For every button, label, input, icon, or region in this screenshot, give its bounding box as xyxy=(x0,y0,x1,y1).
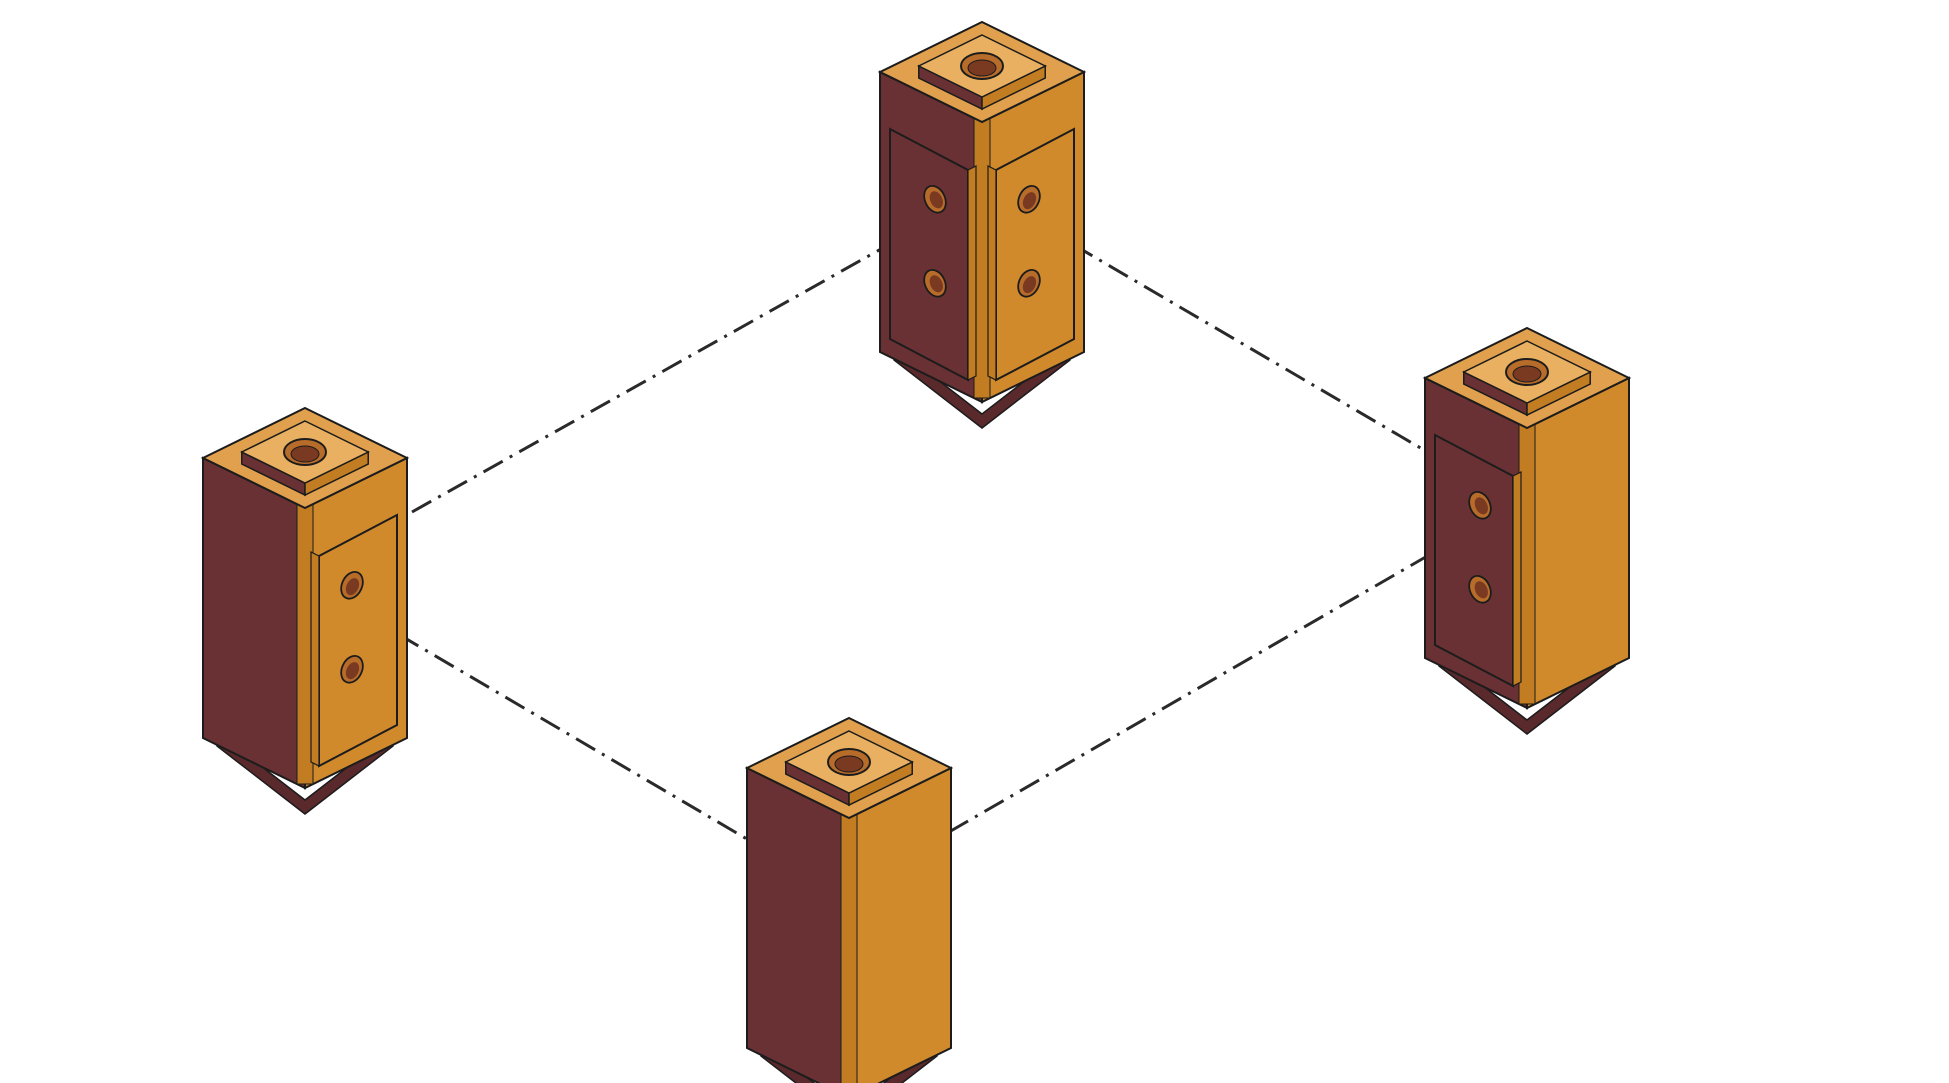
threaded-hole-bore xyxy=(834,755,864,773)
mounting-plate-edge-left xyxy=(1512,471,1522,687)
connection-lines xyxy=(363,222,1463,844)
mounting-plate-left xyxy=(1434,433,1514,688)
mounting-hole-bore xyxy=(1022,192,1037,210)
mounting-plate-edge-right xyxy=(310,551,320,767)
mounting-plate-right xyxy=(318,513,398,768)
mounting-hole-bore xyxy=(929,275,943,293)
left-block xyxy=(200,406,410,815)
threaded-hole-bore xyxy=(1512,365,1542,383)
block-foot xyxy=(893,344,1071,429)
threaded-hole-bore xyxy=(967,59,997,77)
block-right-face xyxy=(1526,376,1630,710)
bottom-block xyxy=(744,716,954,1083)
threaded-hole-bore xyxy=(290,445,320,463)
block-left-face xyxy=(746,766,850,1083)
top-block xyxy=(877,20,1087,429)
mounting-hole-bore xyxy=(1474,581,1488,599)
mounting-hole-bore xyxy=(345,662,360,680)
block-left-face xyxy=(202,456,306,790)
mounting-plate-edge-left xyxy=(967,165,977,381)
mounting-hole-bore xyxy=(1022,276,1037,294)
mounting-plate-edge-right xyxy=(987,165,997,381)
mounting-hole-bore xyxy=(1474,497,1488,515)
mounting-hole-bore xyxy=(929,191,943,209)
mounting-plate-left xyxy=(889,127,969,382)
block-foot xyxy=(760,1040,938,1083)
connection-line-bottom-block-to-right-block xyxy=(948,534,1463,834)
right-block xyxy=(1422,326,1632,735)
connection-line-top-block-to-right-block xyxy=(1037,222,1425,452)
connection-line-left-block-to-bottom-block xyxy=(363,612,753,844)
connection-line-left-block-to-top-block xyxy=(411,224,923,514)
mounting-plate-right xyxy=(995,127,1075,382)
corner-blocks xyxy=(200,20,1632,1083)
mounting-hole-bore xyxy=(345,578,360,596)
block-right-face xyxy=(848,766,952,1083)
block-foot xyxy=(1438,650,1616,735)
block-foot xyxy=(216,730,394,815)
block-corner-edge xyxy=(840,813,858,1083)
